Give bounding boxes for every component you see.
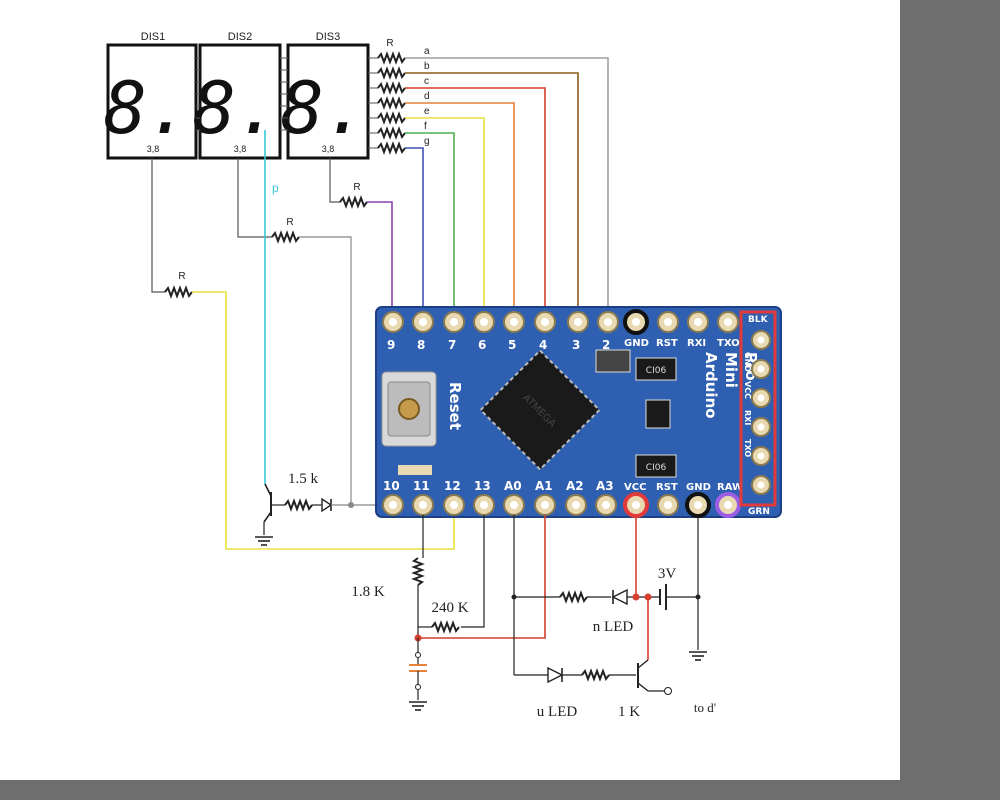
wire-a1 <box>418 515 546 639</box>
pin-label-top: 8 <box>417 338 425 352</box>
wire-f <box>405 132 455 320</box>
pin-label-top: 6 <box>478 338 486 352</box>
r-transistor-label: 1.5 k <box>288 471 319 487</box>
pin-label-top: RST <box>656 338 678 349</box>
pin-label-top: RXI <box>687 338 706 349</box>
side-pin-column <box>751 330 771 495</box>
side-pin-label: TXO <box>743 439 752 457</box>
arduino-board: Reset ATMEGA CI06 CI06 Arduino Mini Pro <box>375 306 782 518</box>
pin-label-top: 5 <box>508 338 516 352</box>
board-name-2: Mini <box>722 352 740 388</box>
r-divider-mid-label: 240 K <box>431 600 468 616</box>
pin-label-bottom: 13 <box>474 479 491 493</box>
dp-label: p <box>272 181 279 195</box>
seg-label-d: d <box>424 91 430 102</box>
pin-label-bottom: VCC <box>624 482 646 493</box>
display-pins: 3,8 <box>234 144 247 154</box>
pin-label-bottom: A1 <box>535 479 553 493</box>
display-dis2: DIS2 8. 3,8 <box>193 31 282 160</box>
display-label: DIS1 <box>141 31 165 43</box>
seg-label-g: g <box>424 136 430 147</box>
pin-label-top: 3 <box>572 338 580 352</box>
display-label: DIS3 <box>316 31 340 43</box>
segment-wires <box>405 57 609 320</box>
board-name-1: Arduino <box>702 352 720 419</box>
pin-label-top: 4 <box>539 338 547 352</box>
display-pins: 3,8 <box>322 144 335 154</box>
wire-pin9 <box>367 201 393 320</box>
schematic-diagram: DIS1 8. 3,8 DIS2 8. 3,8 DIS3 8. 3,8 R a … <box>104 31 782 720</box>
pin-label-top: GND <box>624 338 649 349</box>
u-led-label: u LED <box>537 704 578 720</box>
transistor-display <box>254 483 376 546</box>
display-dis1: DIS1 8. 3,8 <box>104 31 198 160</box>
wire-b <box>405 72 579 320</box>
display-label: DIS2 <box>228 31 252 43</box>
wire-d <box>405 102 515 320</box>
r-divider-top-label: 1.8 K <box>351 584 385 600</box>
regulator-bottom-label: CI06 <box>646 463 667 473</box>
battery-label: 3V <box>658 566 677 582</box>
top-pin-row <box>382 309 739 335</box>
pin-label-bottom: A0 <box>504 479 522 493</box>
pin-label-top: 9 <box>387 338 395 352</box>
pin-label-bottom: A3 <box>596 479 614 493</box>
output-label: to d' <box>694 700 716 715</box>
wire-a <box>405 57 609 320</box>
seg-label-b: b <box>424 61 430 72</box>
side-pin-label: BLK <box>748 315 769 325</box>
seg-label-f: f <box>424 121 427 132</box>
regulator-top-label: CI06 <box>646 366 667 376</box>
pin-label-bottom: GND <box>686 482 711 493</box>
display-dis3: DIS3 8. 3,8 <box>281 31 370 160</box>
reset-label: Reset <box>446 382 464 430</box>
pin-label-top: 2 <box>602 338 610 352</box>
wire-pin12 <box>192 291 455 550</box>
wire-e <box>405 117 485 320</box>
side-pin-label: RXI <box>743 410 752 425</box>
side-pin-label: GRN <box>748 507 770 517</box>
pin-label-bottom: 11 <box>413 479 430 493</box>
digit-glyph: 8. <box>104 66 191 150</box>
digit-glyph: 8. <box>281 66 368 150</box>
pin-label-bottom: A2 <box>566 479 584 493</box>
display-pins: 3,8 <box>147 144 160 154</box>
digit3-resistor-label: R <box>353 182 360 193</box>
pin-label-top: TXO <box>717 338 740 349</box>
side-pin-label: VCC <box>743 381 752 399</box>
segment-resistors <box>368 53 406 153</box>
r-base-label: 1 K <box>618 704 640 720</box>
digit2-resistor-label: R <box>286 217 293 228</box>
seg-label-c: c <box>424 76 429 87</box>
wire-c <box>405 87 546 320</box>
pin-label-top: 7 <box>448 338 456 352</box>
segment-resistor-label: R <box>386 38 393 49</box>
pin-label-bottom: RST <box>656 482 678 493</box>
seg-label-a: a <box>424 46 430 57</box>
pin-label-bottom: 12 <box>444 479 461 493</box>
side-pin-label: GND <box>743 352 752 372</box>
wire-g <box>405 147 424 320</box>
seg-label-e: e <box>424 106 430 117</box>
bottom-pin-row <box>382 492 741 518</box>
pin-label-bottom: RAW <box>717 482 743 493</box>
pin-label-bottom: 10 <box>383 479 400 493</box>
schematic-sheet: DIS1 8. 3,8 DIS2 8. 3,8 DIS3 8. 3,8 R a … <box>0 0 900 780</box>
ftdi-header-highlight <box>739 310 777 507</box>
digit-glyph: 8. <box>193 66 280 150</box>
n-led-label: n LED <box>593 619 634 635</box>
digit1-resistor-label: R <box>178 271 185 282</box>
